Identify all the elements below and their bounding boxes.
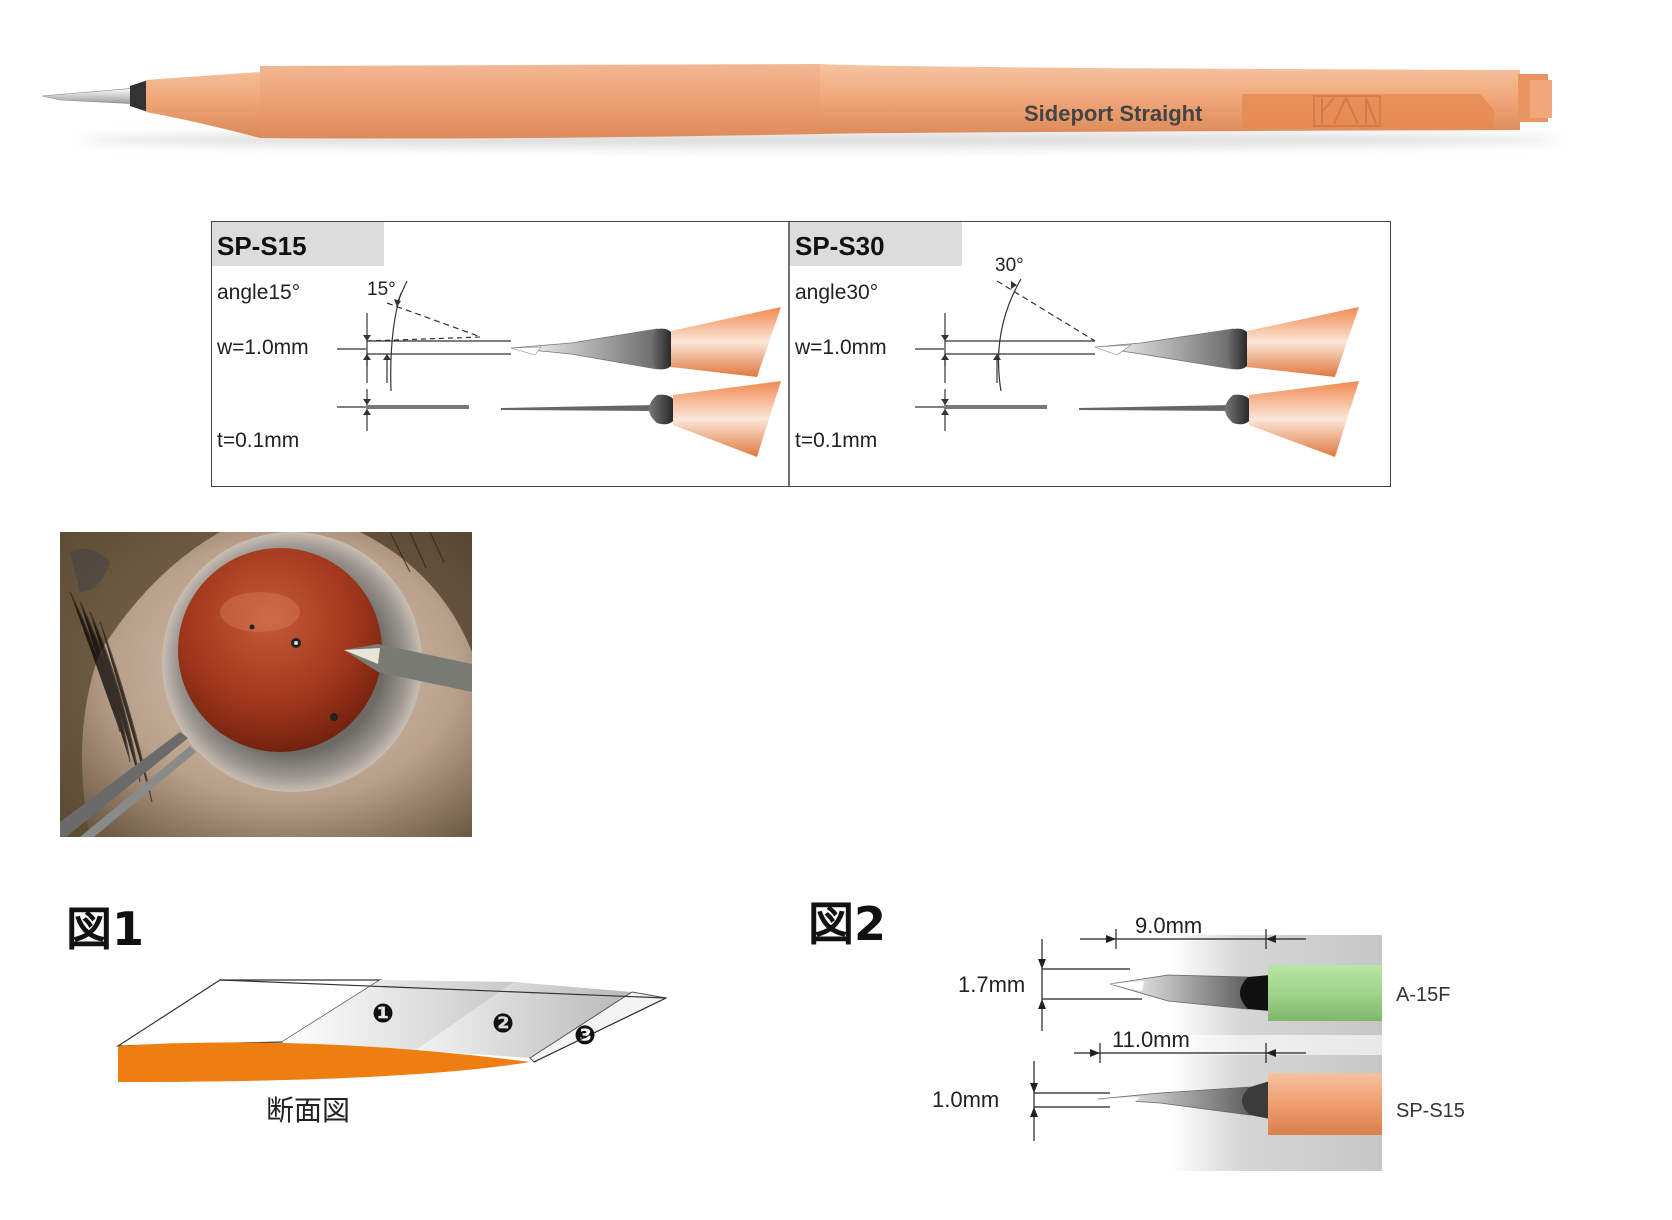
blade-side-view [1079, 405, 1233, 411]
handle-a15f [1268, 965, 1382, 1021]
marker: ❶ ❷ ❸ [372, 998, 596, 1050]
blade-side-view [501, 405, 657, 411]
figure2-title: 図2 [808, 897, 887, 951]
bevel-2 [416, 982, 632, 1058]
spec-diagram: SP-S15 angle15° w=1.0mm t=0.1mm 15° SP-S… [212, 221, 1359, 487]
blade-handle [1247, 307, 1359, 377]
thickness-label: t=0.1mm [795, 429, 877, 452]
dimension-width-a15f: 1.7mm [958, 972, 1026, 997]
scalpel-blade [41, 87, 141, 105]
angle-diagram [337, 280, 511, 392]
svg-text:❸: ❸ [574, 1020, 596, 1050]
thickness-label: t=0.1mm [217, 429, 299, 452]
handle-sps15 [1268, 1073, 1382, 1135]
model-header-bg [212, 222, 384, 266]
angle-label: angle15° [217, 281, 300, 304]
angle-marker: 30° [995, 255, 1024, 276]
cross-section [118, 1042, 530, 1082]
angle-marker: 15° [367, 279, 396, 300]
brand-logo-icon [1313, 95, 1381, 127]
model-label-a15f: A-15F [1396, 984, 1450, 1006]
bevel-1 [282, 980, 514, 1050]
angle-label: angle30° [795, 281, 878, 304]
figure2-diagram: 9.0mm 11.0mm A-15F SP-S15 [1030, 913, 1465, 1171]
width-label: w=1.0mm [216, 336, 309, 359]
svg-text:❶: ❶ [372, 998, 394, 1028]
svg-text:❷: ❷ [492, 1008, 514, 1038]
product-handle-illustration: Sideport Straight [41, 64, 1560, 148]
model-label-sps15: SP-S15 [1396, 1100, 1465, 1122]
cross-section-label: 断面図 [266, 1094, 350, 1127]
dimension-width-sps15: 1.0mm [932, 1087, 1000, 1112]
model-code: SP-S15 [217, 231, 307, 261]
figure1-title: 図1 [66, 902, 145, 956]
handle-body [146, 64, 1520, 139]
surgical-photo [60, 532, 472, 837]
figure1-diagram: ❶ ❷ ❸ 断面図 [115, 979, 668, 1127]
angle-diagram [915, 278, 1096, 392]
model-code: SP-S30 [795, 231, 885, 261]
dimension-length-sps15: 11.0mm [1112, 1027, 1190, 1052]
blade-collar [130, 80, 148, 112]
label-plate [1242, 94, 1494, 128]
blade-handle [671, 307, 781, 377]
width-label: w=1.0mm [794, 336, 887, 359]
model-header-bg [790, 222, 962, 266]
handle-label: Sideport Straight [1024, 101, 1203, 126]
dimension-length-a15f: 9.0mm [1135, 913, 1202, 938]
